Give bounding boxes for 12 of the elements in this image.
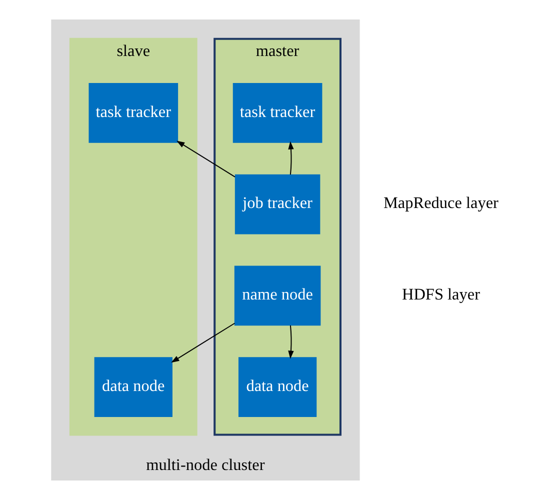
node-box: data node [94, 357, 172, 417]
node-box: task tracker [88, 83, 178, 143]
label: MapReduce layer [384, 194, 498, 212]
arrow [176, 140, 236, 178]
arrow [288, 141, 294, 175]
node-box: name node [234, 266, 321, 326]
node-box: job tracker [234, 174, 320, 234]
arrow [171, 322, 235, 363]
node-box: task tracker [232, 83, 322, 143]
arrow [288, 325, 294, 359]
label: HDFS layer [402, 286, 480, 304]
node-box: data node [238, 357, 317, 417]
